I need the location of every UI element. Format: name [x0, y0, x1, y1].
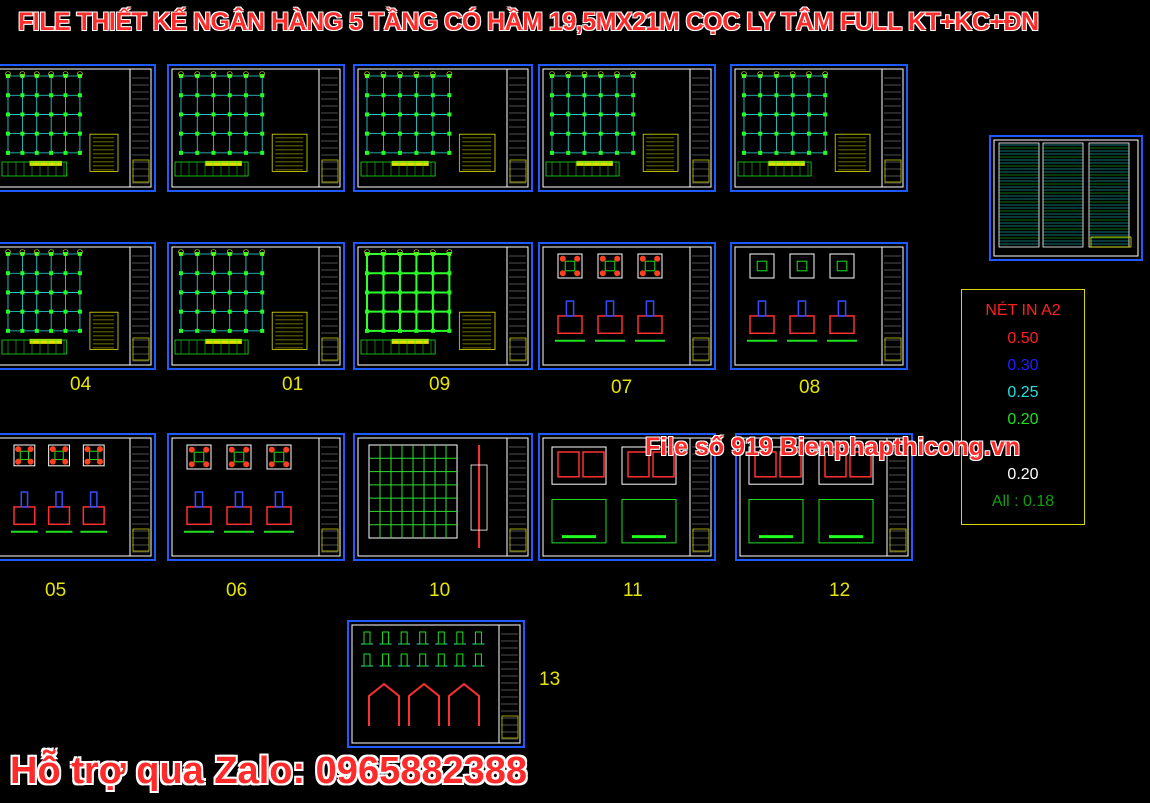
drawing-sheet[interactable]	[538, 64, 716, 192]
drawing-sheet[interactable]	[538, 433, 716, 561]
schedule-table-graphic	[993, 139, 1139, 257]
drawing-graphic	[739, 437, 909, 557]
drawing-sheet[interactable]	[730, 64, 908, 192]
drawing-sheet[interactable]	[347, 620, 525, 748]
sheet-number-07: 07	[611, 377, 633, 398]
drawing-graphic	[734, 68, 904, 188]
drawing-sheet[interactable]	[167, 242, 345, 370]
drawing-graphic	[171, 68, 341, 188]
drawing-graphic	[734, 246, 904, 366]
sheet-number-13: 13	[539, 669, 561, 690]
drawing-sheet[interactable]	[0, 433, 156, 561]
legend-header: NÉT IN A2	[985, 302, 1061, 319]
legend-row: 0.20	[1007, 466, 1039, 483]
sheet-number-01: 01	[282, 374, 304, 395]
drawing-sheet[interactable]	[0, 242, 156, 370]
drawing-graphic	[357, 246, 529, 366]
drawing-graphic	[542, 246, 712, 366]
line-weight-legend: NÉT IN A2 0.50 0.30 0.25 0.20 0.20 All :…	[961, 289, 1085, 525]
drawing-graphic	[0, 437, 152, 557]
sheet-number-09: 09	[429, 374, 451, 395]
drawing-sheet[interactable]	[353, 64, 533, 192]
legend-row: 0.25	[1007, 384, 1039, 401]
legend-row: All : 0.18	[991, 493, 1055, 510]
drawing-sheet[interactable]	[735, 433, 913, 561]
sheet-number-12: 12	[829, 580, 851, 601]
legend-row: 0.20	[1007, 411, 1039, 428]
drawing-graphic	[357, 437, 529, 557]
drawing-sheet[interactable]	[353, 433, 533, 561]
contact-banner: Hỗ trợ qua Zalo: 0965882388	[10, 750, 528, 792]
legend-row: 0.50	[1007, 330, 1039, 347]
drawing-graphic	[351, 624, 521, 744]
drawing-sheet[interactable]	[353, 242, 533, 370]
sheet-number-05: 05	[45, 580, 67, 601]
drawing-graphic	[542, 68, 712, 188]
sheet-number-06: 06	[226, 580, 248, 601]
document-title: FILE THIẾT KẾ NGÂN HÀNG 5 TẦNG CÓ HẦM 19…	[18, 8, 1039, 36]
drawing-sheet[interactable]	[167, 433, 345, 561]
drawing-sheet[interactable]	[167, 64, 345, 192]
drawing-graphic	[542, 437, 712, 557]
drawing-sheet[interactable]	[0, 64, 156, 192]
drawing-graphic	[357, 68, 529, 188]
drawing-sheet[interactable]	[538, 242, 716, 370]
drawing-sheet[interactable]	[730, 242, 908, 370]
file-watermark: File số 919 Bienphapthicong.vn	[645, 433, 1021, 461]
sheet-number-11: 11	[623, 580, 643, 601]
drawing-graphic	[0, 68, 152, 188]
legend-row: 0.30	[1007, 357, 1039, 374]
sheet-number-08: 08	[799, 377, 821, 398]
drawing-graphic	[0, 246, 152, 366]
drawing-graphic	[171, 437, 341, 557]
schedule-sheet[interactable]	[989, 135, 1143, 261]
sheet-number-04: 04	[70, 374, 92, 395]
drawing-graphic	[171, 246, 341, 366]
sheet-number-10: 10	[429, 580, 451, 601]
